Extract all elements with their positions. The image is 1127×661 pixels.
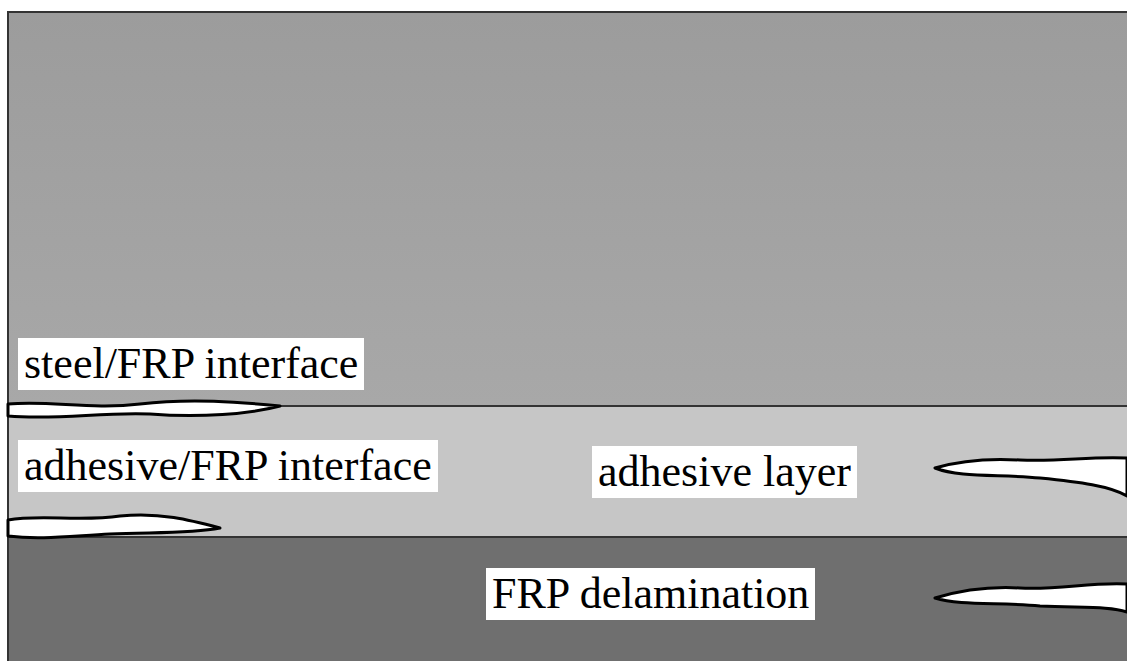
layer-label: FRP delamination xyxy=(486,568,815,620)
adhesive-layer xyxy=(8,406,1127,537)
adhesive-crack xyxy=(935,458,1127,496)
interface-crack xyxy=(8,515,220,538)
layer-label: adhesive layer xyxy=(592,446,857,498)
layer-label: steel/FRP interface xyxy=(18,338,364,390)
delamination-crack xyxy=(935,584,1127,612)
layer-label: adhesive/FRP interface xyxy=(18,440,438,492)
frp-layer xyxy=(8,537,1127,661)
interface-crack xyxy=(8,401,280,417)
steel-layer xyxy=(8,12,1127,406)
